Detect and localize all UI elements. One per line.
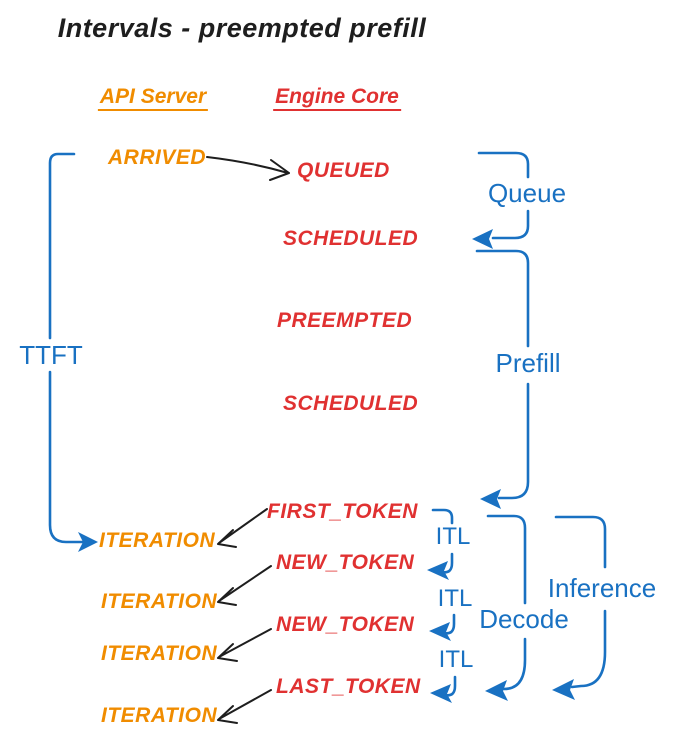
decode-bracket-top: [486, 514, 527, 605]
event-arrived: ARRIVED: [108, 146, 207, 169]
ttft-bracket-bottom: [48, 370, 86, 544]
event-iteration-1: ITERATION: [99, 529, 216, 552]
interval-label-itl-3: ITL: [438, 646, 474, 673]
decode-arrowhead: [485, 680, 508, 701]
prefill-bracket-top: [475, 249, 530, 348]
queue-bracket-top: [477, 151, 530, 179]
event-last-token: LAST_TOKEN: [276, 675, 421, 698]
arrow-new-token-1-to-iteration: [217, 565, 272, 606]
itl-2-arrowhead: [429, 622, 451, 641]
interval-label-queue: Queue: [487, 178, 567, 208]
page-title: Intervals - preempted prefill: [57, 13, 427, 43]
event-scheduled-1: SCHEDULED: [283, 227, 419, 250]
interval-label-decode: Decode: [479, 604, 569, 634]
event-new-token-1: NEW_TOKEN: [276, 551, 415, 574]
event-iteration-3: ITERATION: [101, 642, 218, 665]
arrow-arrived-to-queued: [206, 156, 290, 181]
itl-1-start-corner: [431, 508, 454, 525]
queue-bracket-bottom: [491, 209, 530, 240]
prefill-bracket-bottom: [497, 382, 530, 500]
itl-3-arrowhead: [430, 684, 452, 703]
interval-label-itl-2: ITL: [437, 585, 473, 612]
event-queued: QUEUED: [297, 159, 390, 182]
event-iteration-4: ITERATION: [101, 704, 218, 727]
column-header-engine-core: Engine Core: [273, 86, 401, 111]
ttft-bracket-top: [48, 152, 76, 340]
arrow-first-token-to-iteration: [217, 508, 268, 548]
arrow-last-token-to-iteration: [217, 689, 272, 724]
ttft-arrowhead: [78, 532, 98, 552]
interval-label-itl-1: ITL: [435, 523, 471, 550]
event-iteration-2: ITERATION: [101, 590, 218, 613]
event-new-token-2: NEW_TOKEN: [276, 613, 415, 636]
interval-label-prefill: Prefill: [495, 348, 561, 378]
inference-bracket-top: [554, 515, 607, 569]
itl-1-arrowhead: [427, 561, 449, 580]
event-first-token: FIRST_TOKEN: [267, 500, 418, 523]
inference-bracket-bottom: [570, 609, 607, 689]
event-scheduled-2: SCHEDULED: [283, 392, 419, 415]
inference-arrowhead: [552, 679, 575, 700]
prefill-arrowhead: [480, 489, 501, 509]
arrow-new-token-2-to-iteration: [217, 628, 272, 662]
interval-label-ttft: TTFT: [19, 340, 83, 370]
interval-label-inference: Inference: [547, 573, 657, 603]
column-header-api-server: API Server: [97, 86, 209, 111]
queue-arrowhead: [472, 229, 493, 249]
event-preempted: PREEMPTED: [277, 309, 413, 332]
decode-bracket-bottom: [500, 637, 527, 691]
